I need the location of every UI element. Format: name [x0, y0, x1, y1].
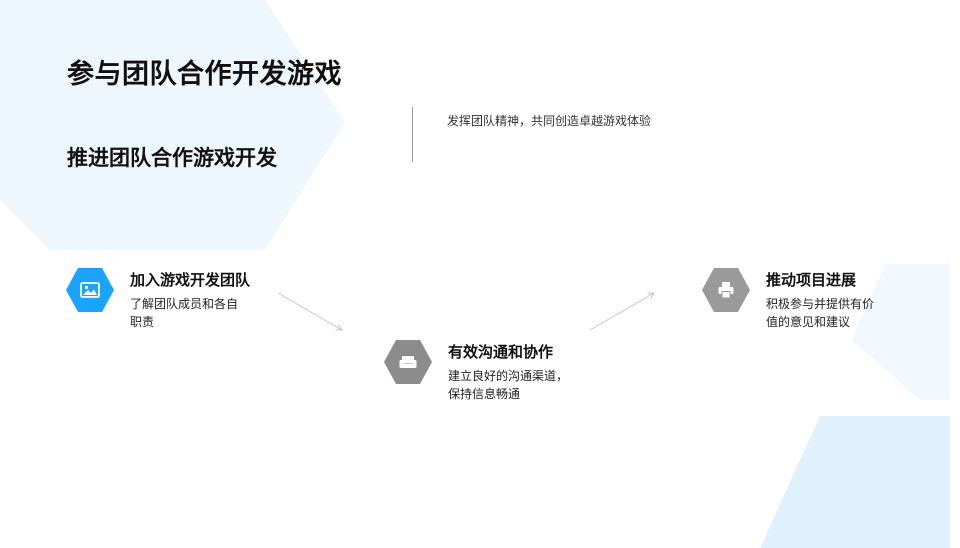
step-3-title: 推动项目进展: [766, 271, 857, 289]
step-1-title: 加入游戏开发团队: [130, 271, 251, 289]
step-2-desc: 建立良好的沟通渠道，保持信息畅通: [448, 369, 569, 401]
step-3-hexagon: [702, 268, 750, 312]
right-hexagon: [852, 264, 950, 400]
slide-title: 参与团队合作开发游戏: [67, 59, 342, 90]
sofa-icon: [399, 356, 417, 368]
printer-icon: [718, 282, 734, 299]
step-3-desc: 积极参与并提供有价值的意见和建议: [766, 297, 875, 329]
slide-tagline: 发挥团队精神，共同创造卓越游戏体验: [447, 114, 652, 128]
step-1-desc: 了解团队成员和各自职责: [130, 297, 239, 329]
step-2-hexagon: [384, 340, 432, 384]
slide-subtitle: 推进团队合作游戏开发: [67, 146, 277, 170]
step-2-title: 有效沟通和协作: [448, 343, 554, 361]
bottom-right-hexagon: [760, 416, 950, 548]
vertical-divider: [412, 107, 413, 162]
step-1-hexagon: [66, 268, 114, 312]
image-icon: [80, 282, 100, 298]
top-left-hexagon: [0, 0, 345, 250]
